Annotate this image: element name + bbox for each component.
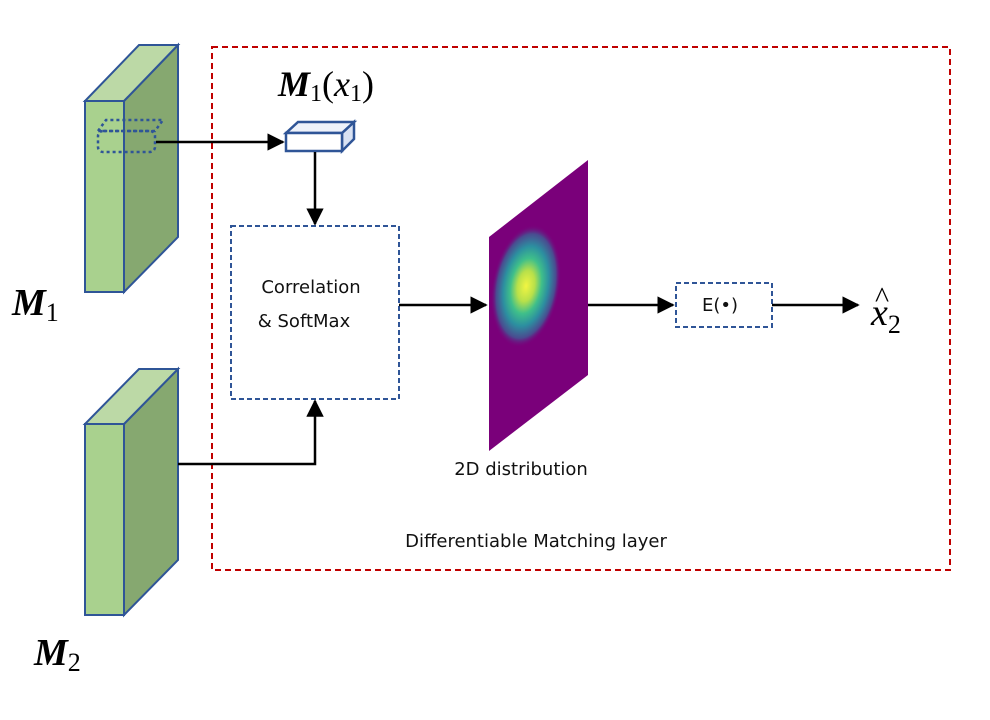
arrow-m2-to-correlation (178, 399, 324, 466)
output-hat: ^ (875, 281, 889, 314)
input-block-m2 (82, 366, 181, 618)
m1-patch-front (96, 129, 157, 154)
correlation-softmax-box (230, 225, 400, 400)
feature-patch (282, 119, 358, 155)
m1-label: M1 (11, 282, 59, 327)
correlation-label: Correlation (261, 277, 360, 298)
softmax-label: & SoftMax (258, 311, 351, 332)
matching-layer-boundary (211, 46, 951, 571)
m2-label: M2 (33, 632, 81, 677)
m2-block-front (84, 423, 125, 616)
distribution-peak (490, 224, 562, 348)
expectation-box (675, 282, 773, 328)
m1-block-front (84, 100, 125, 293)
distribution-panel (489, 160, 588, 451)
expectation-label: E(•) (702, 295, 738, 316)
matching-layer-label: Differentiable Matching layer (405, 531, 667, 552)
output-label: x2 (870, 292, 901, 339)
distribution-label: 2D distribution (454, 459, 588, 480)
input-block-m1 (82, 42, 181, 295)
feature-patch-label: M1(x1) (277, 64, 374, 107)
